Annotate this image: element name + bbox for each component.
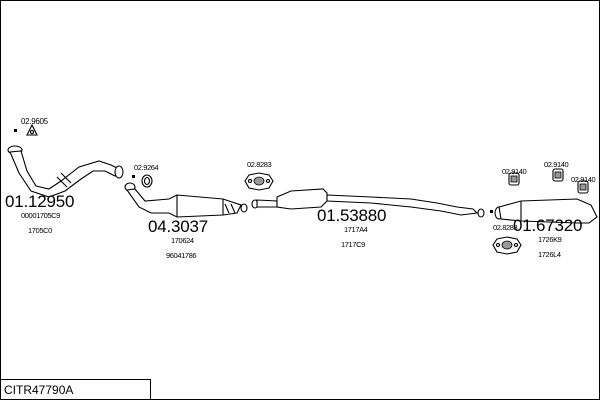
oem-ref-label: 1726K9	[538, 235, 562, 244]
part-code-label: 02.9140	[502, 167, 527, 176]
bolt-marker-icon	[14, 129, 17, 132]
bolt-marker-icon	[132, 175, 135, 178]
part-code-label: 02.8283	[247, 160, 272, 169]
gasket-plate-icon	[244, 172, 274, 191]
part-number-label: 04.3037	[148, 217, 209, 236]
oem-ref-label: 1705C0	[28, 226, 52, 235]
hanger-rubber-icon	[508, 172, 520, 186]
part-code-label: 02.8283	[493, 223, 518, 232]
front-pipe-part	[7, 145, 124, 198]
hanger-rubber-icon	[552, 168, 564, 182]
part-code-label: 02.9605	[21, 117, 48, 126]
part-code-label: 02.9140	[544, 160, 569, 169]
gasket-plate-icon	[492, 236, 522, 255]
oem-ref-label: 1726L4	[538, 250, 561, 259]
gasket-triangle-icon	[26, 123, 38, 136]
catalytic-converter-part	[124, 182, 248, 218]
oem-ref-label: 1717C9	[341, 240, 365, 249]
part-number-label: 01.53880	[317, 206, 387, 225]
oem-ref-label: 00001705C9	[21, 211, 60, 220]
part-code-label: 02.9140	[571, 175, 596, 184]
oem-ref-label: 96041786	[166, 251, 197, 260]
bolt-marker-icon	[490, 210, 493, 213]
hanger-rubber-icon	[577, 180, 589, 194]
middle-silencer-part	[251, 188, 485, 218]
clamp-ring-icon	[141, 174, 153, 188]
part-number-label: 01.67320	[513, 216, 583, 235]
oem-ref-label: 1717A4	[344, 225, 368, 234]
part-code-label: 02.9264	[134, 163, 159, 172]
diagram-reference: CITR47790A	[1, 379, 151, 399]
part-number-label: 01.12950	[5, 192, 75, 211]
rear-silencer-part	[494, 198, 598, 224]
oem-ref-label: 170624	[171, 236, 194, 245]
